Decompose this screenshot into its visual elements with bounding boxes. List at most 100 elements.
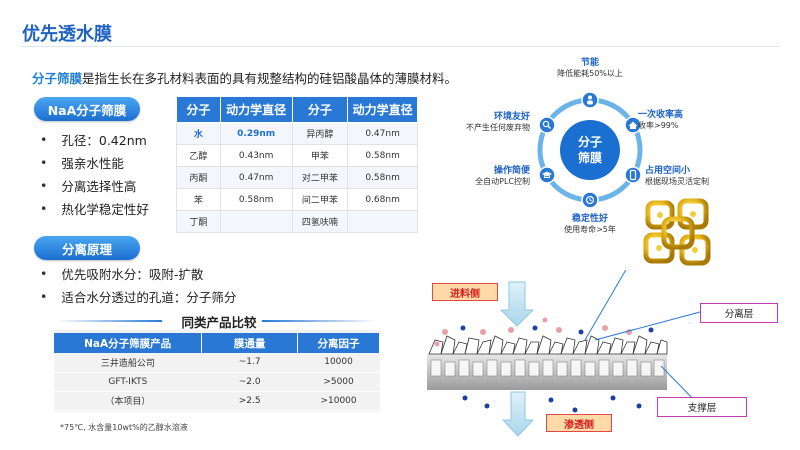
intro-text: 分子筛膜是指生长在多孔材料表面的具有规整结构的硅铝酸晶体的薄膜材料。: [32, 68, 457, 87]
feature-desc: 降低能耗50%以上: [557, 69, 623, 78]
table-cell: 四氢呋喃: [291, 210, 349, 233]
molecule-diameter-table: 分子 动力学直径 分子 动力学直径 水 0.29nm 异丙醇 0.47nm 乙醇…: [176, 96, 418, 233]
table-cell: 乙醇: [176, 144, 221, 167]
table-cell: 0.58nm: [347, 166, 418, 189]
table-cell: 0.58nm: [347, 144, 418, 167]
table-cell: 0.43nm: [219, 144, 293, 167]
table-cell: 苯: [176, 188, 221, 211]
table-cell: >10000: [297, 391, 380, 411]
table-cell: 三井造船公司: [54, 353, 202, 373]
table-cell: >2.5: [201, 391, 298, 411]
comparison-title: 同类产品比较: [181, 315, 257, 330]
feature-high-yield: 一次收率高 收率>99%: [638, 107, 728, 131]
feature-ring-diagram: 分子 筛膜: [537, 91, 643, 209]
support-grains: [430, 359, 665, 377]
permeate-side-label: 渗透侧: [546, 414, 612, 432]
table-cell: 异丙醇: [291, 122, 349, 145]
table-cell: 水: [176, 122, 221, 145]
feature-title: 节能: [580, 58, 599, 68]
table-row: 丙酮 0.47nm 对二甲苯 0.58nm: [176, 166, 418, 189]
feature-desc: 根据现场灵活定制: [645, 177, 709, 186]
separation-layer-crystals: [428, 335, 668, 355]
table-cell: 0.29nm: [219, 122, 293, 145]
ring-center-disc: [560, 120, 620, 180]
section-naa-membrane-heading: NaA分子筛膜: [34, 97, 140, 121]
feature-title: 稳定性好: [571, 214, 608, 224]
section-separation-principle-heading: 分离原理: [34, 236, 140, 260]
feed-side-label: 进料侧: [432, 283, 498, 301]
clock-icon: [581, 191, 599, 209]
column-header: 分离因子: [297, 333, 380, 353]
separation-layer-pointer: [594, 311, 701, 341]
feature-desc: 使用寿命>5年: [564, 225, 616, 234]
page-title: 优先透水膜: [22, 24, 112, 45]
feature-desc: 不产生任何废弃物: [466, 123, 530, 132]
table-cell: 甲苯: [291, 144, 349, 167]
column-header: 分子: [291, 96, 349, 123]
graduation-cap-icon: [538, 166, 556, 184]
person-icon: [581, 91, 599, 109]
feed-molecules: [434, 317, 654, 347]
table-cell: 0.47nm: [219, 166, 293, 189]
feature-eco-friendly: 环境友好 不产生任何废弃物: [440, 109, 530, 133]
title-divider: [20, 46, 780, 47]
comparison-footnote: *75℃, 水含量10wt%的乙醇水溶液: [60, 423, 188, 432]
ring-center-label: 分子: [578, 134, 602, 149]
feature-desc: 收率>99%: [638, 121, 679, 130]
ring-center-label: 筛膜: [578, 150, 602, 165]
table-cell: >5000: [297, 372, 380, 392]
table-cell: 丁酮: [176, 210, 221, 233]
table-cell: （本项目）: [54, 391, 202, 411]
table-header-row: NaA分子筛膜产品 膜通量 分离因子: [54, 333, 380, 353]
feature-desc: 全自动PLC控制: [475, 177, 530, 186]
column-header: 分子: [176, 96, 221, 123]
column-header: 动力学直径: [219, 96, 293, 123]
table-cell: [219, 210, 293, 233]
feature-title: 操作简便: [493, 166, 530, 176]
comparison-title-rule-right: [262, 320, 378, 322]
list-item: 适合水分透过的孔道：分子筛分: [40, 285, 236, 308]
permeate-flow-arrow: [501, 391, 535, 437]
table-row: 乙醇 0.43nm 甲苯 0.58nm: [176, 144, 418, 167]
list-item: 强亲水性能: [40, 151, 149, 174]
table-row: 苯 0.58nm 间二甲苯 0.68nm: [176, 188, 418, 211]
feature-compact: 占用空间小 根据现场灵活定制: [645, 163, 745, 187]
table-row: GFT-IKTS ~2.0 >5000: [54, 372, 380, 392]
home-icon: [624, 116, 642, 134]
table-row: 丁酮 四氢呋喃: [176, 210, 418, 233]
permeate-molecules: [462, 395, 642, 413]
table-cell: GFT-IKTS: [54, 372, 202, 392]
column-header: 膜通量: [201, 333, 299, 353]
table-cell: 间二甲苯: [291, 188, 349, 211]
feature-easy-operation: 操作简便 全自动PLC控制: [440, 163, 530, 187]
product-comparison-table: NaA分子筛膜产品 膜通量 分离因子 三井造船公司 ~1.7 10000 GFT…: [54, 333, 380, 411]
feature-energy-saving: 节能 降低能耗50%以上: [540, 55, 640, 79]
phone-icon: [624, 166, 642, 184]
crystal-zoom-pointer: [584, 270, 627, 341]
feature-stability: 稳定性好 使用寿命>5年: [540, 211, 640, 235]
feature-title: 一次收率高: [638, 110, 684, 120]
table-cell: 10000: [297, 353, 380, 373]
table-cell: 丙酮: [176, 166, 221, 189]
intro-definition: 是指生长在多孔材料表面的具有规整结构的硅铝酸晶体的薄膜材料。: [82, 71, 458, 86]
feed-flow-arrow: [499, 281, 535, 327]
list-item: 优先吸附水分：吸附-扩散: [40, 262, 236, 285]
feature-title: 环境友好: [493, 112, 530, 122]
table-cell: 对二甲苯: [291, 166, 349, 189]
zeolite-crystal-illustration: [643, 198, 711, 266]
list-item: 孔径：0.42nm: [40, 128, 149, 151]
separation-principle-list: 优先吸附水分：吸附-扩散 适合水分透过的孔道：分子筛分: [40, 262, 236, 308]
table-row: 三井造船公司 ~1.7 10000: [54, 353, 380, 373]
table-cell: 0.58nm: [219, 188, 293, 211]
table-row: （本项目） >2.5 >10000: [54, 391, 380, 411]
column-header: 动力学直径: [347, 96, 418, 123]
separation-layer-label: 分离层: [700, 303, 778, 323]
support-layer-label: 支撑层: [657, 397, 747, 417]
intro-term: 分子筛膜: [32, 71, 83, 86]
column-header: NaA分子筛膜产品: [54, 333, 203, 353]
table-row: 水 0.29nm 异丙醇 0.47nm: [176, 122, 418, 145]
list-item: 热化学稳定性好: [40, 197, 149, 220]
naa-properties-list: 孔径：0.42nm 强亲水性能 分离选择性高 热化学稳定性好: [40, 128, 149, 220]
table-cell: ~2.0: [201, 372, 298, 392]
comparison-title-rule-left: [56, 320, 162, 322]
